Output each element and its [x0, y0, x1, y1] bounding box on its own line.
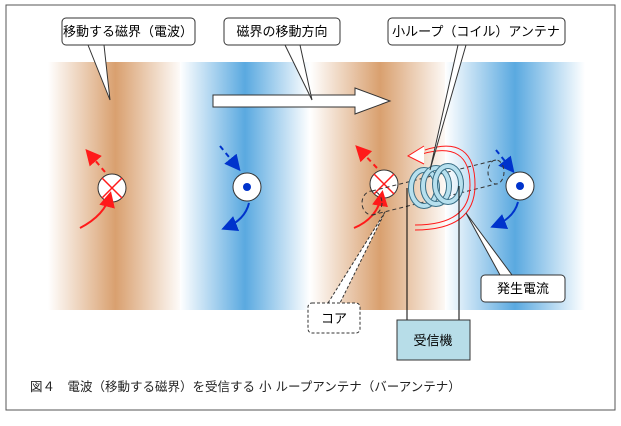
label-induced-current: 発生電流: [497, 282, 549, 297]
field-out-of-page-symbol: [219, 145, 262, 231]
label-small-loop: 小ループ（コイル）アンテナ: [392, 25, 560, 40]
callout-core: [307, 302, 361, 334]
label-moving-field: 移動する磁界（電波）: [63, 25, 193, 40]
lead-wires: [406, 186, 460, 320]
callout-moving-field: [61, 17, 196, 46]
callout-small-loop: [387, 17, 566, 46]
label-field-direction: 磁界の移動方向: [236, 24, 327, 40]
direction-arrow: [212, 87, 392, 115]
callout-pointer: [465, 212, 513, 276]
callout-pointer: [284, 44, 313, 101]
callout-induced-current: [480, 274, 566, 303]
label-core: コア: [321, 312, 347, 327]
field-out-of-page-symbol: [490, 149, 535, 229]
induced-current-arrow: [406, 145, 476, 231]
field-into-page-symbol: [79, 148, 127, 229]
figure-caption: 図４ 電波（移動する磁界）を受信する 小 ループアンテナ（バーアンテナ）: [30, 379, 461, 394]
callout-pointer: [429, 44, 467, 171]
coil-icon: [408, 163, 464, 209]
callout-pointer: [87, 44, 111, 101]
callout-field-direction: [223, 17, 341, 46]
label-receiver: 受信機: [413, 334, 452, 349]
callout-pointer: [327, 211, 386, 304]
receiver-box: [396, 319, 471, 361]
